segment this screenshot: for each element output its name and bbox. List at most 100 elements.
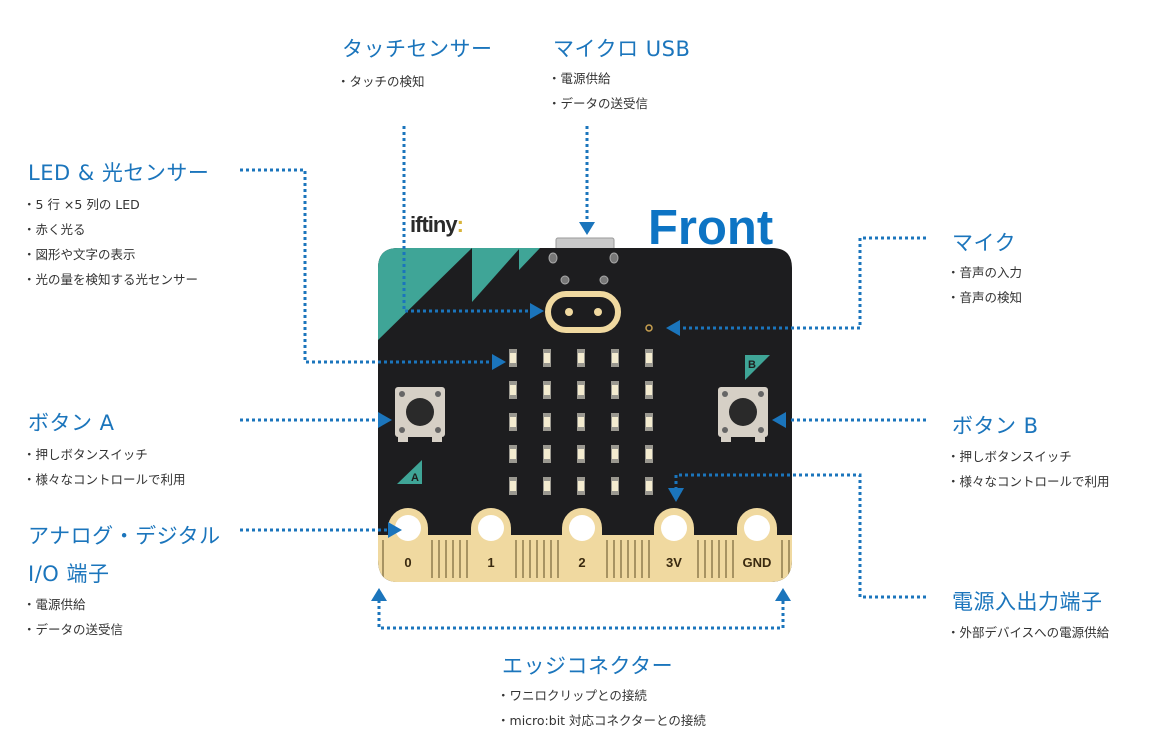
line-power-io	[674, 473, 926, 599]
micro-usb-title: マイクロ USB	[553, 37, 691, 61]
led-lens	[510, 353, 516, 363]
led-light-item: 光の量を検知する光センサー	[23, 267, 199, 292]
button-a-list: 押しボタンスイッチ 様々なコントロールで利用	[23, 442, 186, 492]
finger-gap	[725, 540, 727, 578]
led-lens	[510, 481, 516, 491]
led-lens	[646, 481, 652, 491]
pin-label: 0	[404, 555, 411, 570]
finger-gap	[620, 540, 622, 578]
led-lens	[578, 449, 584, 459]
finger-gap	[781, 540, 783, 578]
button-a-title: ボタン A	[28, 411, 115, 435]
usb-mount-holes	[548, 252, 619, 285]
edge-connector-list: ワニロクリップとの接続 micro:bit 対応コネクターとの接続	[497, 683, 706, 733]
finger-gap	[515, 540, 517, 578]
led-lens	[646, 417, 652, 427]
button-b[interactable]	[718, 387, 768, 442]
mic-title: マイク	[952, 231, 1017, 255]
power-io-item: 外部デバイスへの電源供給	[947, 620, 1110, 645]
pin-hole	[478, 515, 504, 541]
led-light-item: 図形や文字の表示	[23, 242, 198, 267]
teal-corner-decoration	[378, 248, 472, 340]
led-light-title: LED & 光センサー	[28, 161, 210, 185]
led-lens	[544, 417, 550, 427]
led-lens	[578, 417, 584, 427]
finger-gap	[529, 540, 531, 578]
led-lens	[544, 481, 550, 491]
microphone-hole	[645, 324, 653, 332]
button-a-item: 押しボタンスイッチ	[23, 442, 186, 467]
led-lens	[612, 481, 618, 491]
button-b-label: B	[748, 359, 756, 371]
analog-digital-item: 電源供給	[23, 592, 123, 617]
finger-gap	[697, 540, 699, 578]
finger-gap	[732, 540, 734, 578]
micro-usb-item: データの送受信	[548, 91, 649, 116]
edge-connector-title: エッジコネクター	[502, 654, 674, 678]
arrow-led	[492, 354, 506, 370]
arrowheads	[371, 222, 791, 601]
led-lens	[578, 385, 584, 395]
led-lens	[612, 385, 618, 395]
finger-gap	[711, 540, 713, 578]
power-io-title: 電源入出力端子	[952, 590, 1103, 614]
button-b-item: 様々なコントロールで利用	[947, 469, 1110, 494]
button-b-item: 押しボタンスイッチ	[947, 444, 1110, 469]
led-lens	[510, 417, 516, 427]
finger-gap	[641, 540, 643, 578]
teal-triangle-1	[472, 248, 520, 302]
led-lens	[646, 385, 652, 395]
finger-gap	[718, 540, 720, 578]
arrow-edge-right	[775, 588, 791, 601]
mic-item: 音声の入力	[947, 260, 1023, 285]
touch-sensor-list: タッチの検知	[337, 69, 425, 94]
led-lens	[510, 385, 516, 395]
finger-gap	[466, 540, 468, 578]
led-lens	[544, 449, 550, 459]
arrow-usb	[579, 222, 595, 235]
arrow-touch	[530, 303, 544, 319]
arrow-analog-digital	[388, 522, 402, 538]
pin-label: 3V	[666, 555, 682, 570]
led-lens	[510, 449, 516, 459]
analog-digital-item: データの送受信	[23, 617, 124, 642]
finger-gap	[627, 540, 629, 578]
pin-hole	[569, 515, 595, 541]
led-lens	[612, 449, 618, 459]
analog-digital-title-line2: I/O 端子	[28, 562, 110, 586]
callout-lines	[240, 126, 926, 630]
finger-gap	[557, 540, 559, 578]
power-io-list: 外部デバイスへの電源供給	[947, 620, 1110, 645]
analog-digital-list: 電源供給 データの送受信	[23, 592, 124, 642]
touch-sensor-title: タッチセンサー	[342, 37, 493, 61]
finger-gap	[704, 540, 706, 578]
arrow-button-a	[378, 412, 392, 428]
led-lens	[612, 417, 618, 427]
arrow-mic	[666, 320, 680, 336]
finger-gap	[431, 540, 433, 578]
finger-gap	[522, 540, 524, 578]
button-a-label-triangle	[397, 460, 422, 484]
arrow-power-io	[668, 488, 684, 502]
micro-usb-item: 電源供給	[548, 66, 648, 91]
touch-sensor-logo	[545, 291, 621, 333]
button-a-label: A	[411, 472, 419, 484]
finger-gap	[634, 540, 636, 578]
brand-name: iftiny	[410, 212, 458, 237]
mic-list: 音声の入力 音声の検知	[947, 260, 1023, 310]
arrow-edge-left	[371, 588, 387, 601]
led-lens	[578, 353, 584, 363]
button-b-title: ボタン B	[952, 414, 1039, 438]
led-light-item: 赤く光る	[23, 217, 198, 242]
pin-hole	[744, 515, 770, 541]
micro-usb-list: 電源供給 データの送受信	[548, 66, 649, 116]
line-mic	[680, 236, 926, 330]
led-lens	[646, 449, 652, 459]
button-a-item: 様々なコントロールで利用	[23, 467, 186, 492]
led-lens	[578, 481, 584, 491]
button-a[interactable]	[395, 387, 445, 442]
brand-suffix: :	[456, 212, 464, 237]
finger-gap	[550, 540, 552, 578]
